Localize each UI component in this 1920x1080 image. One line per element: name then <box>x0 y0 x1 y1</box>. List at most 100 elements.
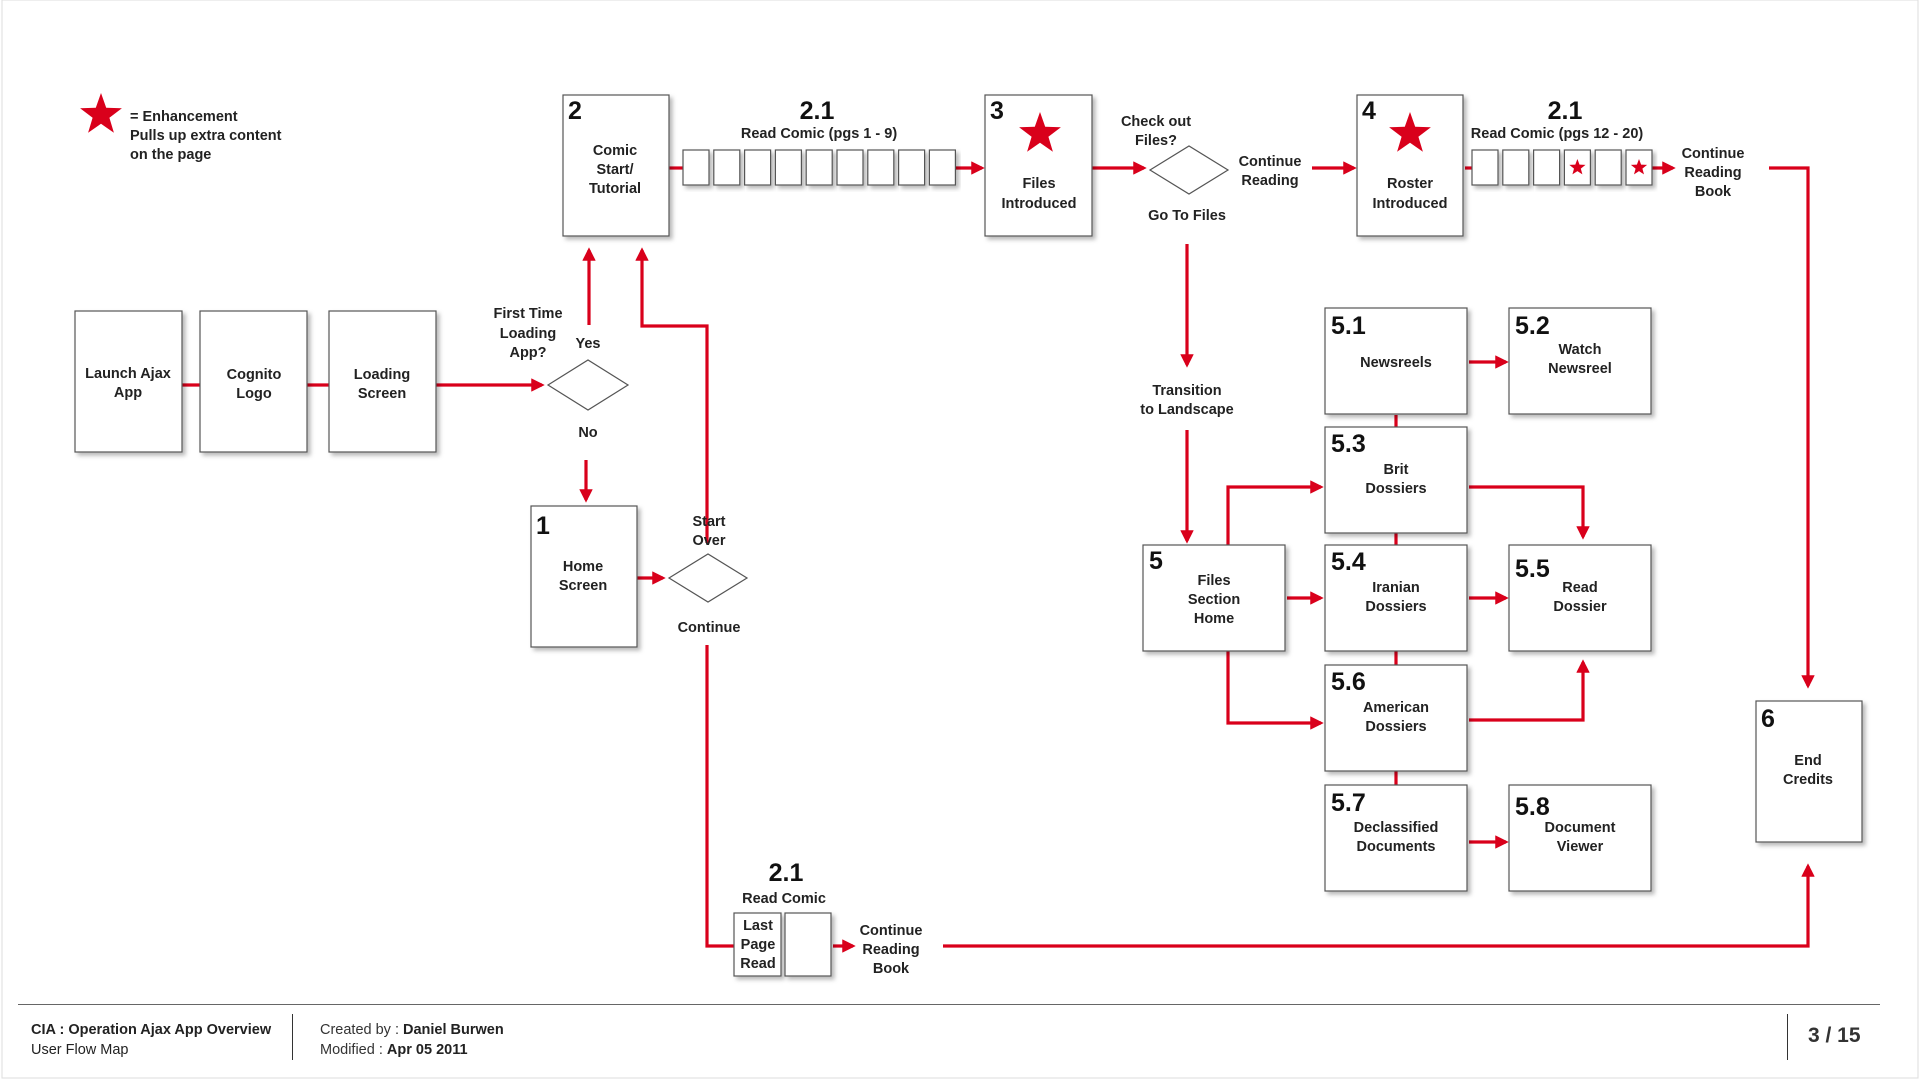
decision-no-label: No <box>578 425 597 441</box>
node-label: Declassified <box>1354 820 1439 836</box>
node-label: End <box>1794 753 1821 769</box>
node-number: 4 <box>1362 97 1376 125</box>
strip-number: 2.1 <box>1548 97 1583 125</box>
footer-meta: Created by : Daniel Burwen Modified : Ap… <box>320 1020 504 1060</box>
label-continue-reading-book-2: Continue Reading Book <box>1682 146 1745 200</box>
enhancement-star-icon <box>80 93 122 133</box>
node-label: Dossier <box>1553 599 1607 615</box>
edge-brit-read-dossier <box>1469 485 1590 540</box>
node-label: Watch <box>1559 342 1602 358</box>
comic-page-5 <box>1594 149 1622 186</box>
node-label: Iranian <box>1372 580 1420 596</box>
footer: CIA : Operation Ajax App Overview User F… <box>0 1004 1920 1080</box>
node-4-roster-introduced: 4 Roster Introduced <box>1356 94 1464 237</box>
node-label: Introduced <box>1373 196 1448 212</box>
node-label: Newsreels <box>1360 355 1432 371</box>
node-number: 1 <box>536 512 550 540</box>
comic-page-3 <box>743 149 772 186</box>
comic-page-8 <box>897 149 926 186</box>
node-label: Viewer <box>1557 839 1604 855</box>
decision-first-time-loading: First Time Loading App? Yes No <box>493 306 630 441</box>
decision-start-over: Start Over Continue <box>667 514 749 636</box>
last-page-label: Page <box>741 937 776 953</box>
node-number: 5.4 <box>1331 548 1366 576</box>
comic-page-2 <box>713 149 741 186</box>
node-number: 5.5 <box>1515 555 1550 583</box>
node-6-end-credits: 6 End Credits <box>1755 700 1863 843</box>
label-line: Reading <box>1241 173 1298 189</box>
node-label: Dossiers <box>1365 599 1426 615</box>
comic-strip-last-page: 2.1 Read Comic Last Page Read <box>733 859 832 977</box>
edge-continue3-end-credits <box>943 863 1815 948</box>
strip-pages <box>682 149 957 186</box>
decision-start-over-label: Start <box>692 514 725 530</box>
node-label: Tutorial <box>589 181 641 197</box>
label-line: to Landscape <box>1140 402 1233 418</box>
decision-check-out-files: Check out Files? Go To Files <box>1121 114 1230 224</box>
node-number: 5.1 <box>1331 312 1366 340</box>
node-launch-ajax-app: Launch Ajax App <box>74 310 183 453</box>
legend-line-2: Pulls up extra content <box>130 128 282 144</box>
comic-page-3 <box>1532 149 1561 186</box>
decision-go-to-files-label: Go To Files <box>1148 208 1226 224</box>
footer-rule <box>18 1004 1880 1005</box>
strip-title: Read Comic (pgs 12 - 20) <box>1471 126 1644 142</box>
created-by-label: Created by : <box>320 1022 404 1038</box>
label-line: Book <box>1695 184 1732 200</box>
page-number: 3 / 15 <box>1808 1024 1861 1047</box>
legend-line-3: on the page <box>130 147 211 163</box>
edge-files-home-brit <box>1226 480 1324 545</box>
last-page-label: Last <box>743 918 773 934</box>
enhancement-star-icon <box>1389 112 1431 152</box>
legend: = Enhancement Pulls up extra content on … <box>80 93 282 163</box>
label-continue-reading-book-3: Continue Reading Book <box>860 923 923 977</box>
decision-start-over-label: Over <box>692 533 725 549</box>
modified-label: Modified : <box>320 1042 387 1058</box>
node-number: 5.6 <box>1331 668 1366 696</box>
edge-startover-comic-start <box>635 247 709 543</box>
node-label: Dossiers <box>1365 481 1426 497</box>
comic-page-7 <box>867 149 895 186</box>
node-label: Credits <box>1783 772 1833 788</box>
node-label: Start/ <box>596 162 633 178</box>
comic-strip-pgs-12-20: 2.1 Read Comic (pgs 12 - 20) <box>1471 97 1653 186</box>
label-transition-to-landscape: Transition to Landscape <box>1140 383 1233 418</box>
node-label: Document <box>1545 820 1616 836</box>
node-3-files-introduced: 3 Files Introduced <box>984 94 1093 237</box>
footer-subtitle: User Flow Map <box>31 1042 129 1058</box>
node-label: Dossiers <box>1365 719 1426 735</box>
node-label: App <box>114 385 142 401</box>
node-label: Loading <box>354 367 410 383</box>
node-label: Read <box>1562 580 1597 596</box>
node-5-files-section-home: 5 Files Section Home <box>1142 544 1286 652</box>
node-label: Home <box>563 559 603 575</box>
decision-question: First Time <box>493 306 562 322</box>
node-label: Introduced <box>1002 196 1077 212</box>
created-by-value: Daniel Burwen <box>403 1022 504 1038</box>
label-line: Continue <box>860 923 923 939</box>
node-label: Screen <box>358 386 406 402</box>
comic-page-4 <box>774 149 803 186</box>
label-line: Book <box>873 961 910 977</box>
node-number: 3 <box>990 97 1004 125</box>
footer-project: CIA : Operation Ajax App Overview User F… <box>31 1020 271 1060</box>
node-label: Files <box>1022 176 1055 192</box>
node-loading-screen: Loading Screen <box>328 310 437 453</box>
node-label: Section <box>1188 592 1240 608</box>
decision-yes-label: Yes <box>576 336 601 352</box>
strip-pages <box>1471 149 1653 186</box>
last-page-label: Read <box>740 956 775 972</box>
edge-continue-last-page <box>705 645 735 948</box>
node-label: Home <box>1194 611 1234 627</box>
comic-page-2 <box>1502 149 1530 186</box>
edge-files-home-american <box>1226 651 1324 730</box>
node-number: 5.2 <box>1515 312 1550 340</box>
node-label: Documents <box>1357 839 1436 855</box>
node-label: American <box>1363 700 1429 716</box>
comic-page-9 <box>928 149 957 186</box>
node-label: Newsreel <box>1548 361 1612 377</box>
node-number: 2 <box>568 97 582 125</box>
node-number: 5.3 <box>1331 430 1366 458</box>
